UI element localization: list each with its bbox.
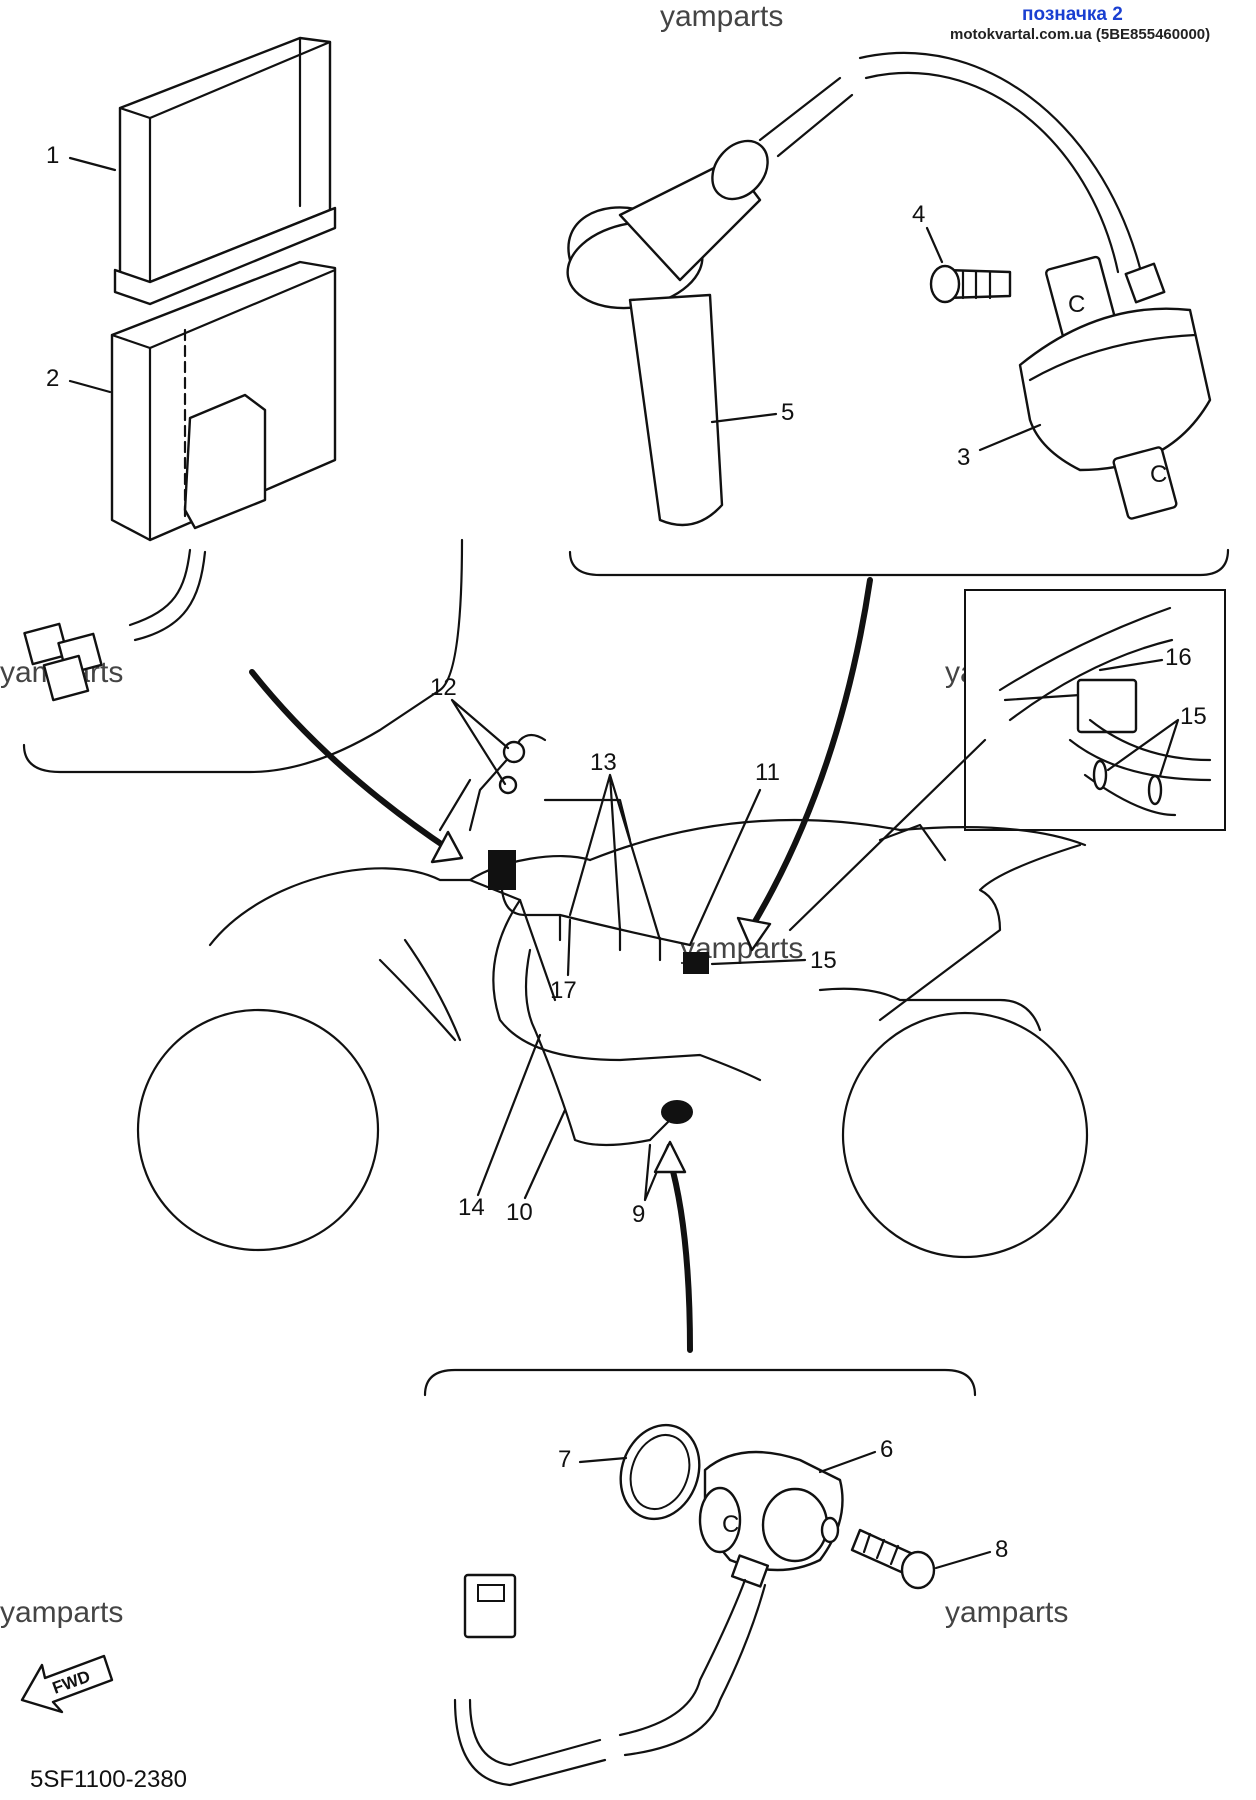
callout-12: 12 [430,674,457,701]
callout-14: 14 [458,1194,485,1221]
ignition-coil-group: C C 4 5 3 [566,51,1212,527]
watermark-bottom-right: yamparts [945,1596,1068,1629]
callout-3: 3 [957,444,970,471]
bracket-sensor [423,1368,977,1397]
bracket-coil [568,548,1230,577]
callout-13: 13 [590,749,617,776]
cdi-unit-group: 1 2 [23,36,337,702]
header-mark: позначка 2 [1022,4,1123,25]
callout-7: 7 [558,1446,571,1473]
callout-15a: 15 [1180,703,1207,730]
mark-sensor: C [722,1511,739,1538]
callout-17: 17 [550,977,577,1004]
mark-coil-bottom: C [1150,461,1167,488]
fwd-arrow-icon: FWD [20,1654,114,1714]
watermark-bottom-left: yamparts [0,1596,123,1629]
arrow-sensor [667,1157,693,1353]
arrow-coil [747,577,873,933]
motorcycle-outline: 12 13 11 15 17 14 10 9 [136,674,1089,1259]
bracket-ecu [22,538,464,774]
diagram-code: 5SF1100-2380 [30,1766,187,1793]
callout-10: 10 [506,1199,533,1226]
callout-11: 11 [755,759,780,786]
arrow-ecu [249,669,453,853]
callout-1: 1 [46,142,59,169]
callout-8: 8 [995,1536,1008,1563]
watermark-top: yamparts [660,0,783,33]
callout-5: 5 [781,399,794,426]
callout-2: 2 [46,365,59,392]
callout-9: 9 [632,1201,645,1228]
callout-4: 4 [912,201,925,228]
header-source: motokvartal.com.ua (5BE855460000) [950,26,1211,43]
mark-coil-top: C [1068,291,1085,318]
sensor-group: C 7 6 8 [453,1423,1008,1787]
callout-15b: 15 [810,947,837,974]
callout-6: 6 [880,1436,893,1463]
callout-16: 16 [1165,644,1192,671]
inset-detail: 16 15 [964,589,1226,831]
